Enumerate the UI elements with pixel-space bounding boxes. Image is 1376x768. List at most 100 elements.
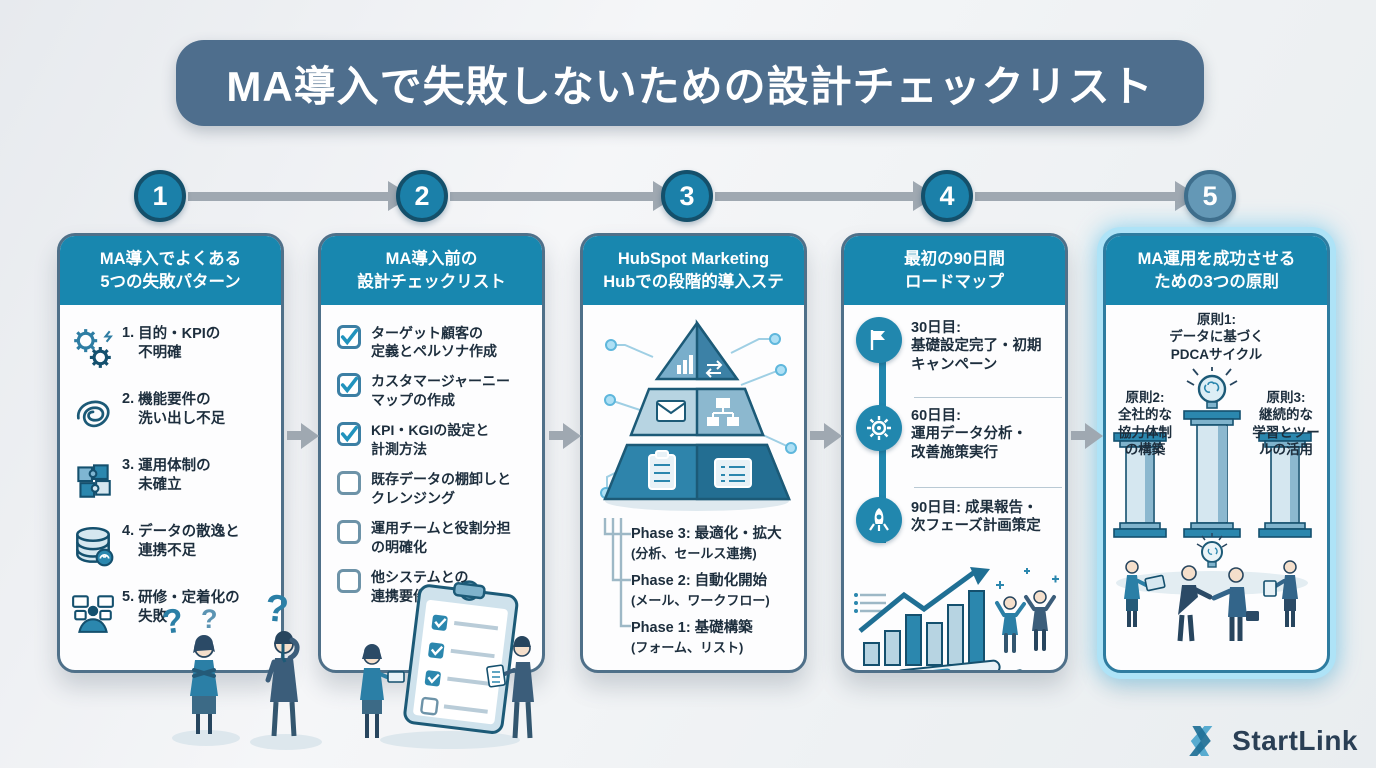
phase-item: Phase 1: 基礎構築 (フォーム、リスト) — [631, 616, 796, 656]
card-success-principles-header: MA運用を成功させる ための3つの原則 — [1106, 236, 1327, 305]
checkbox-checked-icon — [337, 373, 361, 398]
checklist-text: 運用チームと役割分担 の明確化 — [371, 520, 511, 555]
step-arrow-line — [188, 192, 388, 201]
checklist-text: KPI・KGIの設定と 計測方法 — [371, 422, 490, 457]
step-circle-1: 1 — [134, 170, 186, 222]
pillars-illustration — [1106, 366, 1319, 670]
failure-text: 機能要件の 洗い出し不足 — [138, 391, 226, 428]
divider — [914, 486, 1062, 488]
phase-label: Phase 3: 最適化・拡大 — [631, 525, 782, 542]
step-circle-2: 2 — [396, 170, 448, 222]
checklist-item: 運用チームと役割分担 の明確化 — [331, 519, 532, 556]
phase-label: Phase 2: 自動化開始 — [631, 572, 768, 589]
failure-item: 1. 目的・KPIの 不明確 — [70, 325, 271, 376]
checkbox-checked-icon — [337, 422, 361, 447]
database-icon — [70, 523, 116, 574]
milestone-text: 30日目: 基礎設定完了・初期 キャンペーン — [911, 319, 1042, 374]
milestone-text: 60日目: 運用データ分析・ 改善施策実行 — [911, 407, 1027, 462]
card-failure-patterns-header: MA導入でよくある 5つの失敗パターン — [60, 236, 281, 305]
page-title: MA導入で失敗しないための設計チェックリスト — [226, 62, 1154, 110]
checklist-item: ターゲット顧客の 定義とペルソナ作成 — [331, 324, 532, 361]
failure-number: 1. — [122, 324, 135, 341]
failure-text: データの散逸と 連携不足 — [138, 523, 240, 560]
checklist-item: 他システムとの 連携要件の整理 — [331, 568, 532, 605]
card-design-checklist: MA導入前の 設計チェックリスト ターゲット顧客の 定義とペルソナ作成 カスタマ… — [318, 233, 545, 673]
failure-item: 3. 運用体制の 未確立 — [70, 457, 271, 508]
checklist-item: カスタマージャーニー マップの作成 — [331, 372, 532, 409]
step-number: 3 — [679, 180, 695, 211]
checklist-text: カスタマージャーニー マップの作成 — [371, 373, 511, 408]
title-banner: MA導入で失敗しないための設計チェックリスト — [176, 40, 1204, 126]
card-failure-patterns-body: 1. 目的・KPIの 不明確 2. 機能要件の 洗い出し不足 3. 運用体制の … — [60, 305, 281, 665]
card-arrow-line — [287, 431, 303, 440]
startlink-logo-icon — [1189, 726, 1213, 756]
principle-2-text: 原則2: 全社的な 協力体制 の構築 — [1118, 389, 1172, 458]
card-arrowhead-icon — [563, 423, 581, 449]
card-arrow-line — [549, 431, 565, 440]
checkbox-empty-icon — [337, 520, 361, 545]
phase-label: Phase 1: 基礎構築 — [631, 619, 753, 636]
principle-3-text: 原則3: 継続的な 学習とツー ルの活用 — [1252, 389, 1320, 458]
checklist-text: ターゲット顧客の 定義とペルソナ作成 — [371, 324, 497, 359]
training-icon — [70, 589, 116, 640]
gear-icon — [856, 404, 902, 451]
card-90day-roadmap-header: 最初の90日間 ロードマップ — [844, 236, 1065, 305]
step-number: 4 — [939, 180, 955, 211]
startlink-logo: StartLink — [1181, 720, 1358, 762]
card-arrowhead-icon — [824, 423, 842, 449]
failure-text: 研修・定着化の 失敗 — [138, 589, 240, 626]
phase-sub: (メール、ワークフロー) — [631, 592, 770, 608]
card-90day-roadmap: 最初の90日間 ロードマップ 30日目: 基礎設定完了・初期 キャンペーン 60… — [841, 233, 1068, 673]
principle-1-text: 原則1: データに基づく PDCAサイクル — [1169, 311, 1264, 362]
card-design-checklist-header: MA導入前の 設計チェックリスト — [321, 236, 542, 305]
checkbox-empty-icon — [337, 471, 361, 496]
milestone-item: 30日目: 基礎設定完了・初期 キャンペーン — [852, 316, 1042, 376]
checkbox-empty-icon — [337, 569, 361, 594]
milestone-item: 90日目: 成果報告・ 次フェーズ計画策定 — [852, 496, 1041, 543]
growth-chart-illustration — [852, 565, 1059, 670]
phase-item: Phase 2: 自動化開始 (メール、ワークフロー) — [631, 569, 796, 609]
phase-connector-lines — [603, 517, 631, 627]
milestone-item: 60日目: 運用データ分析・ 改善施策実行 — [852, 404, 1027, 464]
checklist-text: 他システムとの 連携要件の整理 — [371, 569, 469, 604]
failure-text: 目的・KPIの 不明確 — [138, 325, 221, 362]
card-arrowhead-icon — [301, 423, 319, 449]
step-circle-3: 3 — [661, 170, 713, 222]
failure-item: 4. データの散逸と 連携不足 — [70, 523, 271, 574]
card-hubspot-steps-header: HubSpot Marketing Hubでの段階的導入ステ — [583, 236, 804, 305]
gears-icon — [70, 325, 116, 376]
failure-number: 5. — [122, 588, 135, 605]
card-hubspot-steps-body: Phase 3: 最適化・拡大 (分析、セールス連携) Phase 2: 自動化… — [583, 305, 804, 670]
step-circle-4: 4 — [921, 170, 973, 222]
card-hubspot-steps: HubSpot Marketing Hubでの段階的導入ステ — [580, 233, 807, 673]
checkbox-checked-icon — [337, 324, 361, 349]
checklist-item: 既存データの棚卸しと クレンジング — [331, 470, 532, 507]
failure-text: 運用体制の 未確立 — [138, 457, 211, 494]
puzzle-icon — [70, 457, 116, 508]
step-number: 5 — [1202, 180, 1218, 211]
step-arrow-line — [450, 192, 653, 201]
failure-item: 2. 機能要件の 洗い出し不足 — [70, 391, 271, 442]
card-arrow-line — [1071, 431, 1087, 440]
roadmap-timeline: 30日目: 基礎設定完了・初期 キャンペーン 60日目: 運用データ分析・ 改善… — [852, 315, 1062, 561]
card-90day-roadmap-body: 30日目: 基礎設定完了・初期 キャンペーン 60日目: 運用データ分析・ 改善… — [844, 305, 1065, 670]
milestone-text: 90日目: 成果報告・ 次フェーズ計画策定 — [911, 499, 1041, 535]
step-number: 1 — [152, 180, 168, 211]
card-success-principles-body: 原則1: データに基づく PDCAサイクル 原則2: 全社的な 協力体制 の構築… — [1106, 305, 1327, 670]
failure-number: 2. — [122, 390, 135, 407]
pyramid-illustration — [591, 315, 797, 520]
card-success-principles: MA運用を成功させる ための3つの原則 原則1: データに基づく PDCAサイク… — [1103, 233, 1330, 673]
phase-sub: (フォーム、リスト) — [631, 639, 744, 655]
step-arrow-line — [715, 192, 913, 201]
phase-list: Phase 3: 最適化・拡大 (分析、セールス連携) Phase 2: 自動化… — [591, 517, 796, 656]
flag-icon — [856, 316, 902, 363]
failure-number: 4. — [122, 522, 135, 539]
card-arrow-line — [810, 431, 826, 440]
phase-item: Phase 3: 最適化・拡大 (分析、セールス連携) — [631, 522, 796, 562]
failure-item: 5. 研修・定着化の 失敗 — [70, 589, 271, 640]
phase-sub: (分析、セールス連携) — [631, 545, 757, 561]
step-circle-5: 5 — [1184, 170, 1236, 222]
card-arrowhead-icon — [1085, 423, 1103, 449]
checklist-item: KPI・KGIの設定と 計測方法 — [331, 421, 532, 458]
failure-number: 3. — [122, 456, 135, 473]
